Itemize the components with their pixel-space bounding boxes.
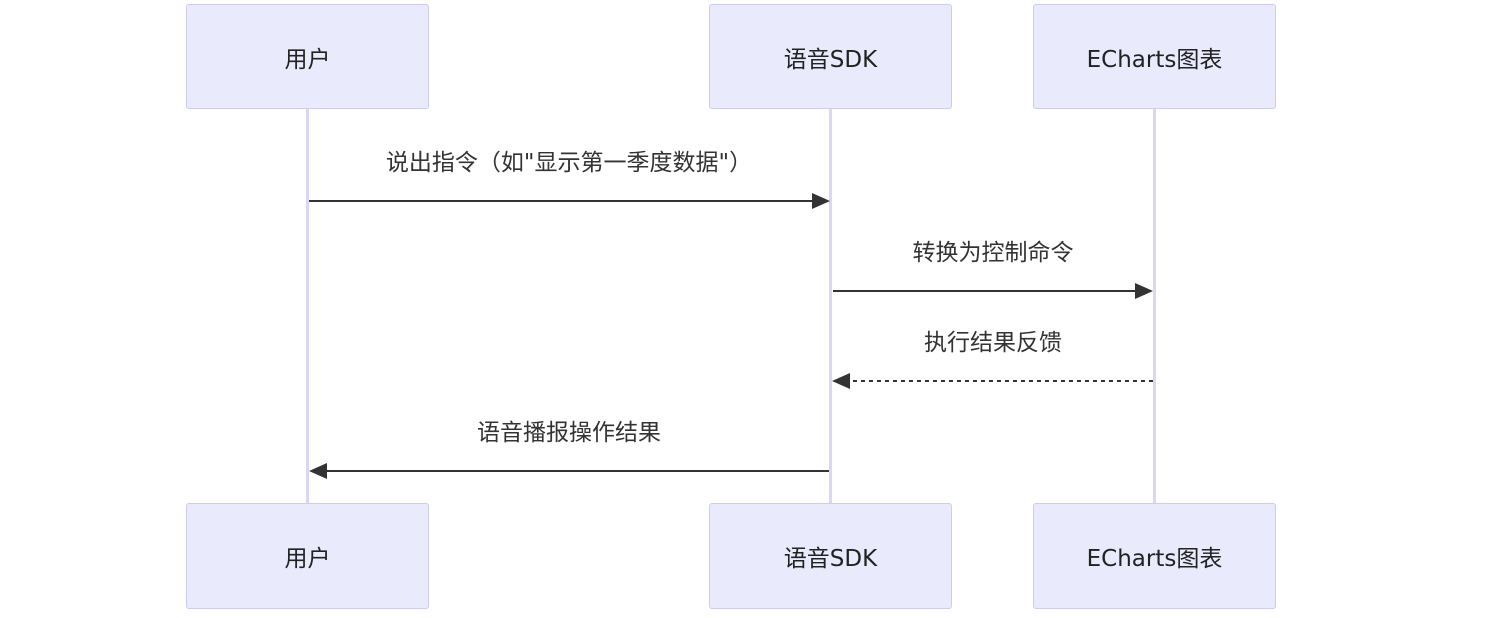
lifeline-echarts <box>1153 108 1156 506</box>
actor-user-bottom: 用户 <box>186 503 429 609</box>
message-arrow-2 <box>833 283 1153 299</box>
message-arrow-3-dashed <box>832 373 1153 389</box>
message-label-4: 语音播报操作结果 <box>477 420 661 446</box>
message-label-3: 执行结果反馈 <box>924 330 1062 356</box>
message-label-1: 说出指令（如"显示第一季度数据"） <box>385 150 753 176</box>
actor-echarts-top: ECharts图表 <box>1033 4 1276 109</box>
actor-label: ECharts图表 <box>1086 46 1223 73</box>
actor-sdk-bottom: 语音SDK <box>709 503 952 609</box>
actor-label: 用户 <box>284 546 331 572</box>
lifeline-sdk <box>829 108 832 506</box>
message-label-2: 转换为控制命令 <box>912 240 1074 266</box>
actor-user-top: 用户 <box>186 4 429 109</box>
message-arrow-4 <box>309 463 829 479</box>
actor-label: ECharts图表 <box>1086 546 1223 572</box>
lifeline-user <box>306 108 309 506</box>
message-arrow-1 <box>309 193 830 209</box>
actor-sdk-top: 语音SDK <box>709 4 952 109</box>
actor-echarts-bottom: ECharts图表 <box>1033 503 1276 609</box>
actor-label: 用户 <box>284 46 331 73</box>
actor-label: 语音SDK <box>783 546 878 572</box>
actor-label: 语音SDK <box>783 46 878 73</box>
